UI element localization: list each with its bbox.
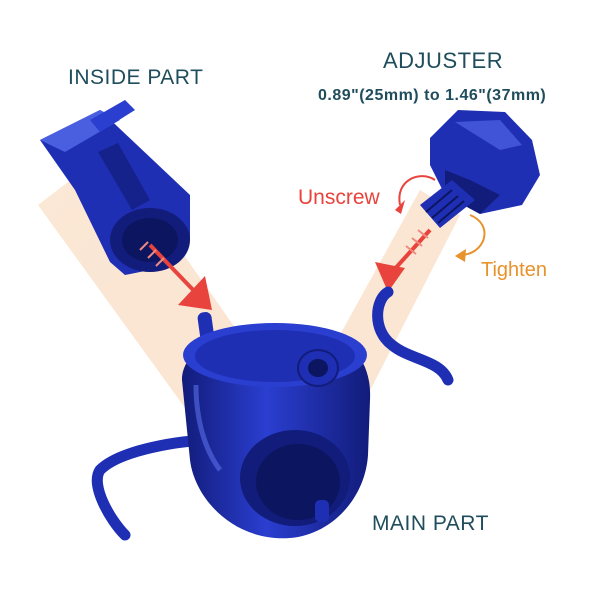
main-part: [91, 286, 454, 541]
tighten-arrowhead: [455, 249, 466, 262]
unscrew-arrowhead: [395, 200, 405, 214]
unscrew-label: Unscrew: [298, 186, 380, 209]
main-part-label: MAIN PART: [372, 512, 489, 535]
adjuster-range-label: 0.89"(25mm) to 1.46"(37mm): [318, 87, 547, 104]
unscrew-arrow: [398, 175, 436, 206]
inside-part-insert-arrow: [139, 241, 212, 310]
inside-part: [40, 100, 190, 275]
tighten-label: Tighten: [481, 259, 547, 281]
adjuster-insert-arrow: [375, 228, 432, 292]
adjuster-screw: [420, 180, 475, 228]
adjuster-label: ADJUSTER: [383, 48, 504, 73]
inside-part-label: INSIDE PART: [68, 66, 204, 89]
tighten-arrow: [459, 214, 486, 256]
